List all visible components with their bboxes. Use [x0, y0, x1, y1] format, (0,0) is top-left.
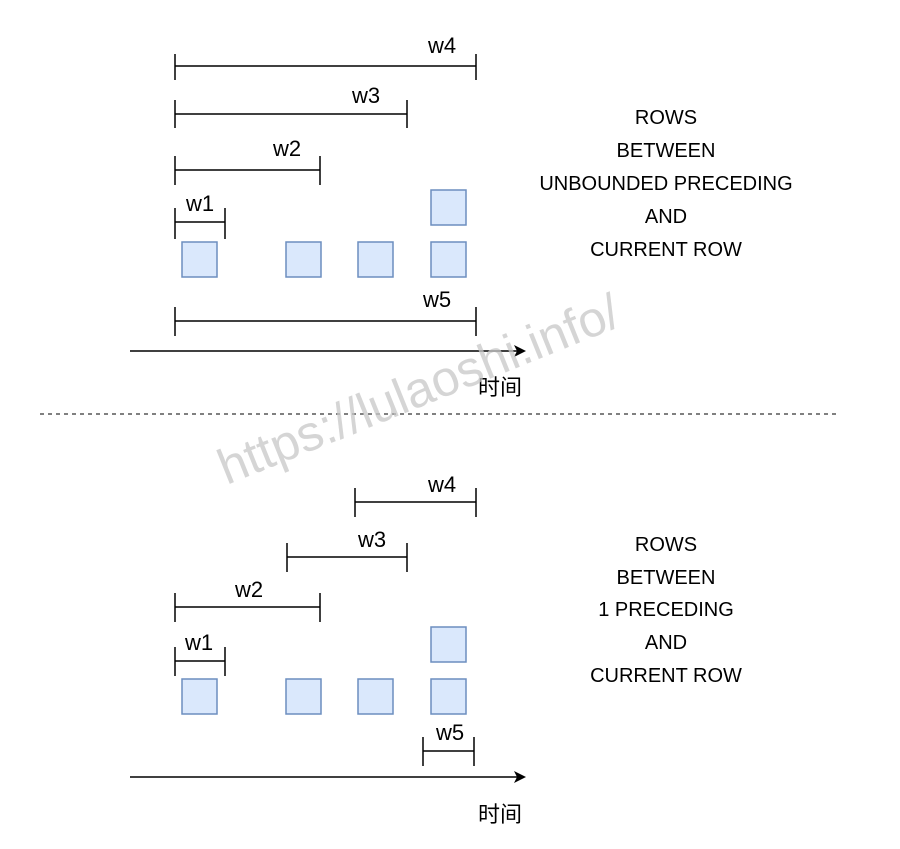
- window-w2-label: w2: [272, 136, 301, 161]
- frame-description: ROWS BETWEEN UNBOUNDED PRECEDING AND CUR…: [539, 107, 792, 261]
- data-point: [357, 678, 394, 715]
- window-w5-label: w5: [422, 287, 451, 312]
- time-axis-label: 时间: [478, 803, 522, 828]
- window-w5-label: w5: [435, 720, 464, 745]
- window-w1-label: w1: [184, 630, 213, 655]
- data-point: [430, 189, 467, 226]
- window-w3-label: w3: [357, 527, 386, 552]
- data-point: [357, 241, 394, 278]
- description-line: BETWEEN: [617, 567, 716, 589]
- description-line: ROWS: [635, 107, 697, 129]
- data-point: [181, 241, 218, 278]
- data-point: [285, 678, 322, 715]
- watermark-text: https://lulaoshi.info/: [210, 283, 628, 495]
- window-w1-label: w1: [185, 191, 214, 216]
- data-point: [285, 241, 322, 278]
- window-w2-bracket: [174, 593, 321, 622]
- top-data-boxes: [181, 189, 467, 278]
- window-w1-bracket: [174, 647, 226, 676]
- window-w1-bracket: [174, 208, 226, 239]
- window-w5-bracket: [422, 737, 475, 766]
- top-panel: w4 w3 w2 w1: [130, 33, 793, 401]
- time-axis-label: 时间: [478, 376, 522, 401]
- bottom-panel: w4 w3 w2 w1: [130, 472, 742, 828]
- window-w3-bracket: [286, 543, 408, 572]
- description-line: ROWS: [635, 534, 697, 556]
- description-line: BETWEEN: [617, 140, 716, 162]
- description-line: UNBOUNDED PRECEDING: [539, 173, 792, 195]
- description-line: 1 PRECEDING: [598, 599, 734, 621]
- data-point: [181, 678, 218, 715]
- description-line: AND: [645, 206, 687, 228]
- window-w4-bracket: [354, 488, 477, 517]
- description-line: AND: [645, 632, 687, 654]
- window-w3-label: w3: [351, 83, 380, 108]
- data-point: [430, 626, 467, 663]
- window-w2-bracket: [174, 156, 321, 185]
- description-line: CURRENT ROW: [590, 665, 742, 687]
- window-w2-label: w2: [234, 577, 263, 602]
- window-w4-label: w4: [427, 33, 456, 58]
- window-w4-label: w4: [427, 472, 456, 497]
- bottom-data-boxes: [181, 626, 467, 715]
- window-w5-bracket: [174, 307, 477, 336]
- window-w3-bracket: [174, 100, 408, 128]
- data-point: [430, 678, 467, 715]
- frame-description: ROWS BETWEEN 1 PRECEDING AND CURRENT ROW: [590, 534, 742, 687]
- window-w4-bracket: [174, 54, 477, 80]
- data-point: [430, 241, 467, 278]
- description-line: CURRENT ROW: [590, 239, 742, 261]
